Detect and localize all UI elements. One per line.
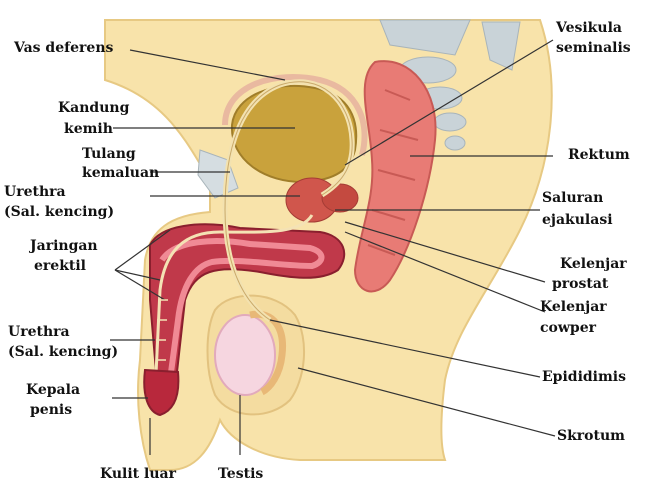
label-kepala-penis-1: Kepala <box>26 382 80 398</box>
label-vas-deferens: Vas deferens <box>14 40 113 56</box>
label-jaringan-erektil-2: erektil <box>34 258 86 274</box>
label-urethra-bottom-1: Urethra <box>8 324 70 340</box>
label-skrotum: Skrotum <box>557 428 625 444</box>
label-kulit-luar: Kulit luar <box>100 466 176 482</box>
label-vesikula-seminalis-1: Vesikula <box>556 20 622 36</box>
label-kandung-kemih-1: Kandung <box>58 100 129 116</box>
label-urethra-top-2: (Sal. kencing) <box>4 204 114 220</box>
label-tulang-kemaluan-2: kemaluan <box>82 165 159 181</box>
label-urethra-bottom-2: (Sal. kencing) <box>8 344 118 360</box>
label-kelenjar-cowper-2: cowper <box>540 320 596 336</box>
label-tulang-kemaluan-1: Tulang <box>82 146 136 162</box>
label-saluran-ejakulasi-1: Saluran <box>542 190 603 206</box>
label-kelenjar-prostat-1: Kelenjar <box>560 256 627 272</box>
label-epididimis: Epididimis <box>542 369 626 385</box>
label-vesikula-seminalis-2: seminalis <box>556 40 631 56</box>
label-rektum: Rektum <box>568 147 630 163</box>
label-urethra-top-1: Urethra <box>4 184 66 200</box>
label-kepala-penis-2: penis <box>30 402 72 418</box>
label-kelenjar-cowper-1: Kelenjar <box>540 299 607 315</box>
label-testis: Testis <box>218 466 263 482</box>
label-saluran-ejakulasi-2: ejakulasi <box>542 212 613 228</box>
seminal-vesicle-shape <box>322 184 358 212</box>
testis-shape <box>215 315 275 395</box>
label-jaringan-erektil-1: Jaringan <box>30 238 98 254</box>
label-kandung-kemih-2: kemih <box>64 121 113 137</box>
label-kelenjar-prostat-2: prostat <box>552 276 608 292</box>
